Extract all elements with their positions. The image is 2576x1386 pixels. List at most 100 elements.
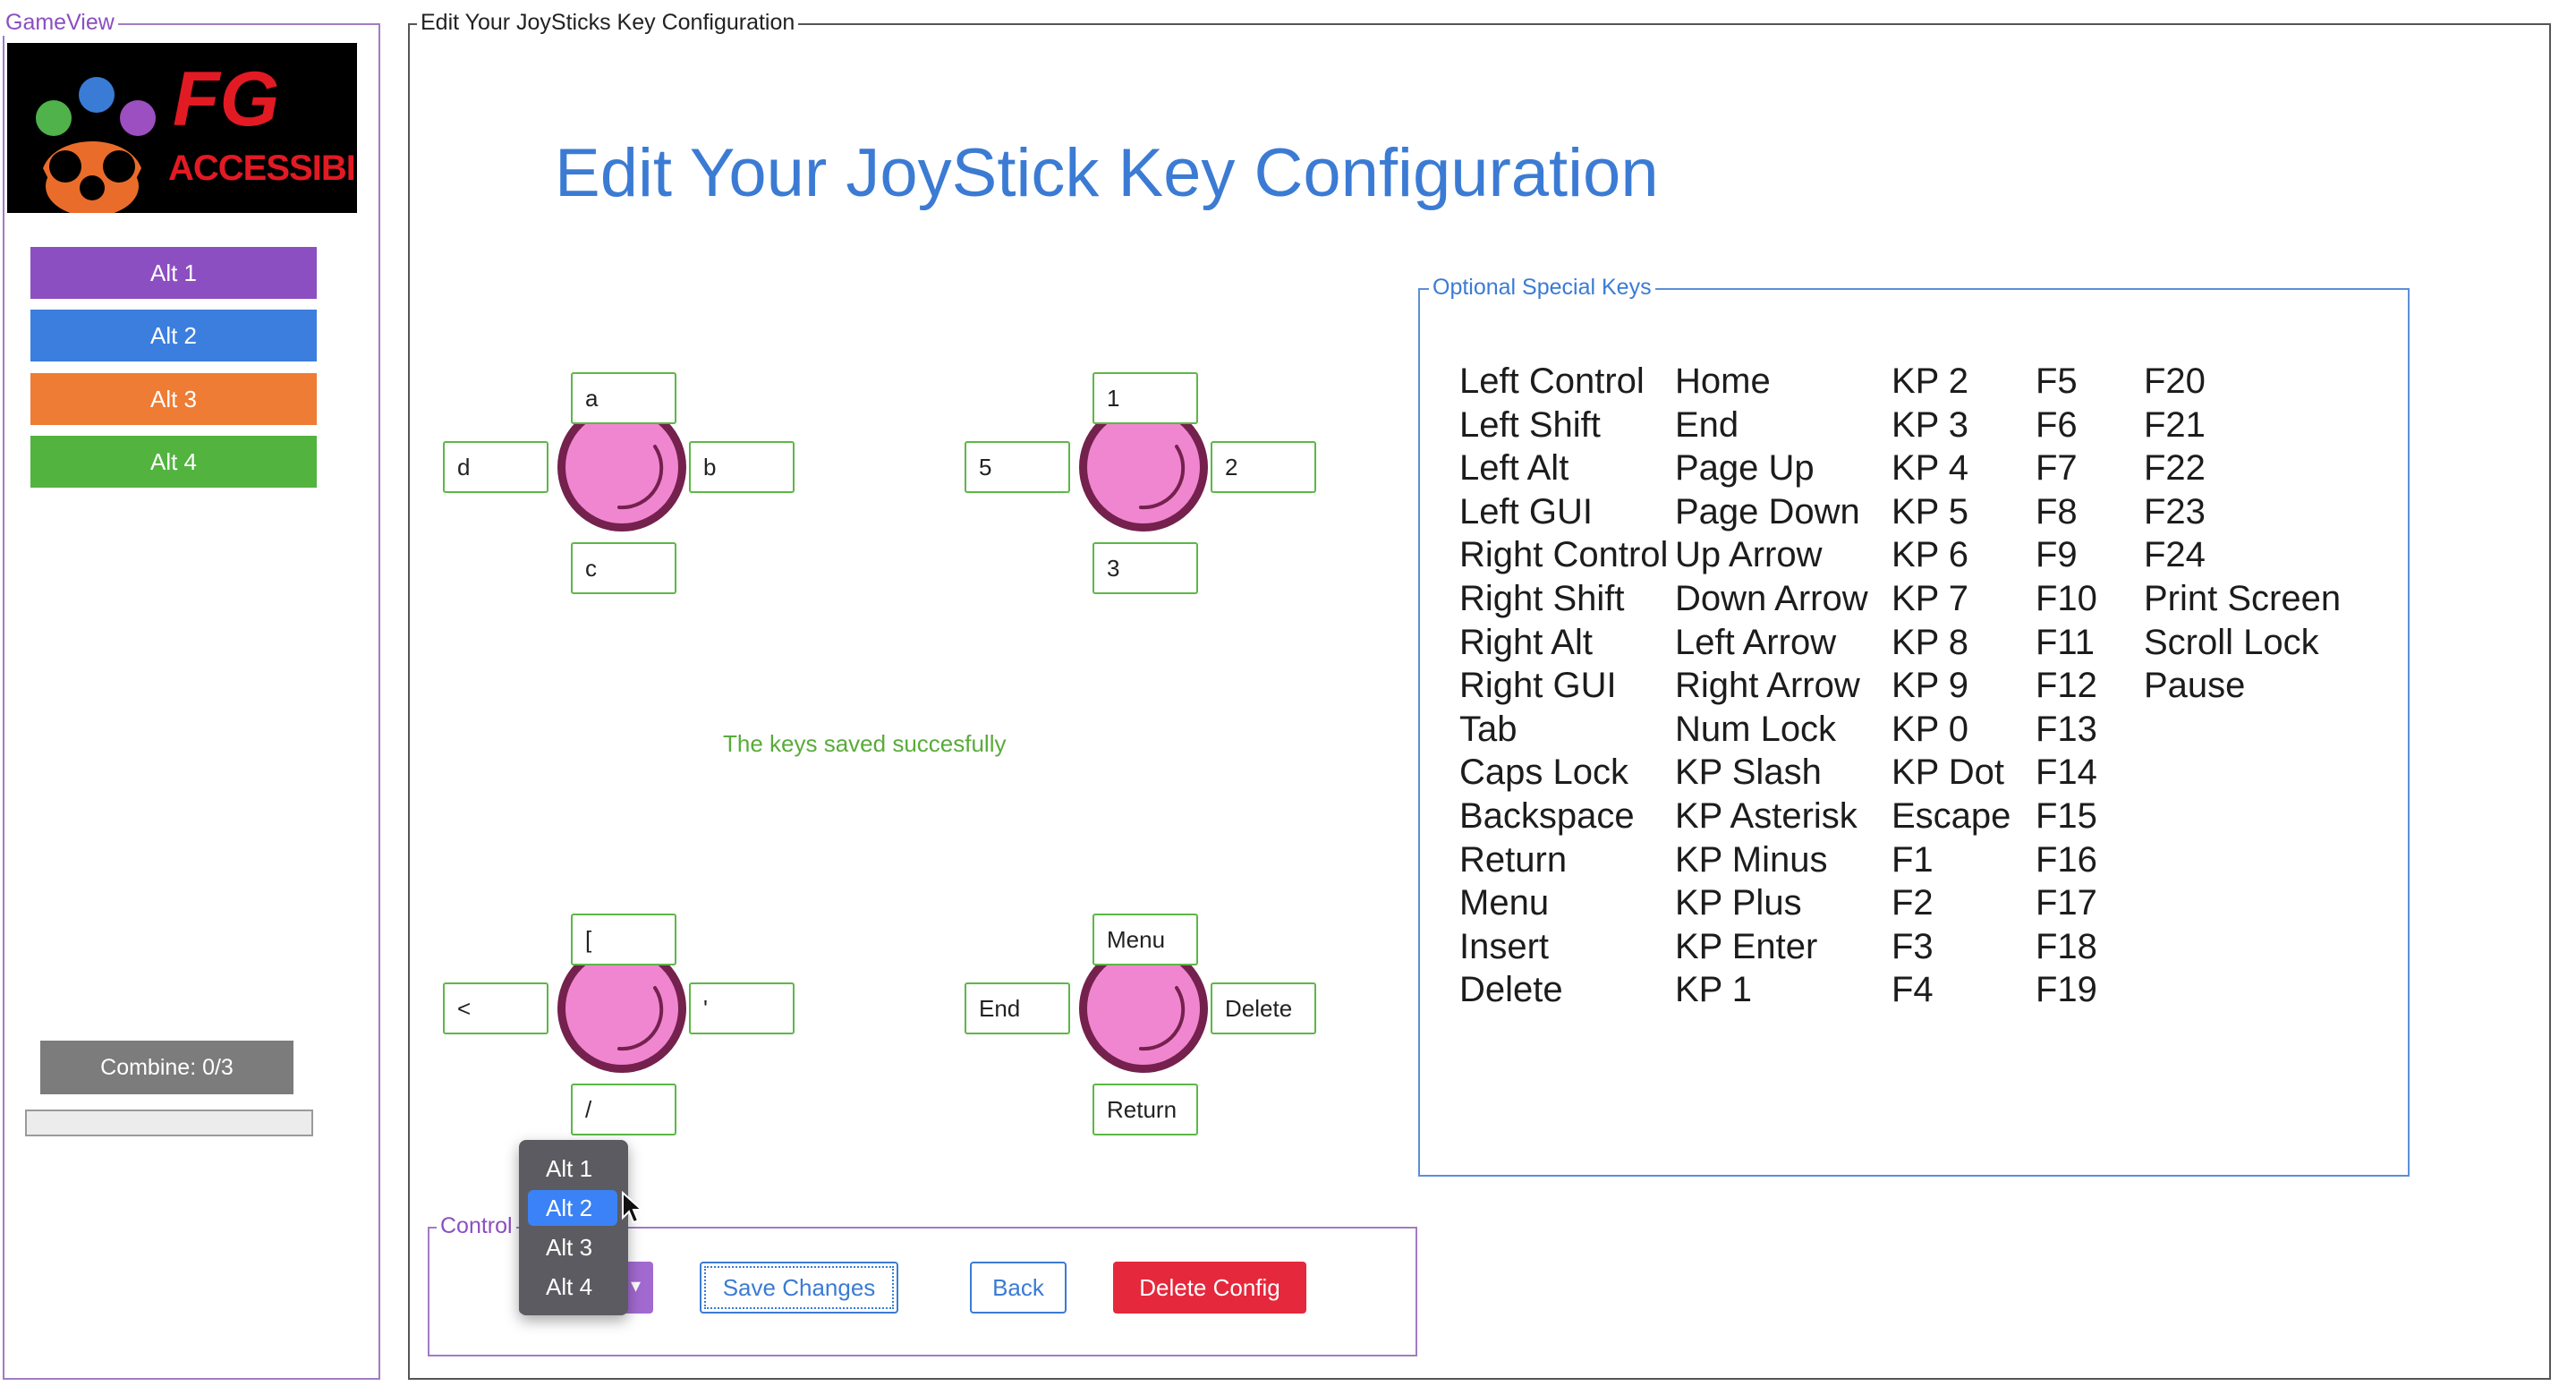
joystick-3-down-key[interactable]: / (571, 1084, 676, 1135)
joystick-2-down-key[interactable]: 3 (1092, 542, 1198, 594)
special-key-item[interactable]: KP 6 (1892, 535, 1968, 575)
special-key-item[interactable]: F9 (2036, 535, 2078, 575)
delete-config-button[interactable]: Delete Config (1113, 1262, 1306, 1314)
special-key-item[interactable]: F24 (2144, 535, 2206, 575)
special-key-item[interactable]: KP Slash (1675, 753, 1822, 793)
special-key-item[interactable]: Escape (1892, 795, 2011, 836)
special-key-item[interactable]: F18 (2036, 926, 2097, 966)
special-key-item[interactable]: KP 7 (1892, 578, 1968, 618)
special-key-item[interactable]: F20 (2144, 361, 2206, 401)
special-key-item[interactable]: Page Up (1675, 448, 1815, 489)
special-key-item[interactable]: KP Plus (1675, 883, 1802, 923)
special-key-item[interactable]: F1 (1892, 839, 1934, 880)
special-key-item[interactable]: F4 (1892, 970, 1934, 1010)
special-key-item[interactable]: KP 0 (1892, 709, 1968, 749)
special-key-item[interactable]: Right Control (1459, 535, 1669, 575)
joystick-2-up-key[interactable]: 1 (1092, 372, 1198, 424)
special-key-item[interactable]: Left Control (1459, 361, 1645, 401)
special-key-item[interactable]: F22 (2144, 448, 2206, 489)
special-key-item[interactable]: Down Arrow (1675, 578, 1868, 618)
special-key-item[interactable]: Left GUI (1459, 491, 1593, 531)
special-key-item[interactable]: Right Arrow (1675, 666, 1860, 706)
special-key-item[interactable]: Left Arrow (1675, 622, 1837, 662)
special-key-item[interactable]: Scroll Lock (2144, 622, 2319, 662)
special-key-item[interactable]: F10 (2036, 578, 2097, 618)
dropdown-option[interactable]: Alt 2 (528, 1190, 617, 1226)
special-key-item[interactable]: KP 9 (1892, 666, 1968, 706)
alt-button-4[interactable]: Alt 4 (30, 436, 317, 488)
dropdown-option[interactable]: Alt 3 (546, 1233, 593, 1261)
dropdown-option[interactable]: Alt 4 (546, 1272, 593, 1300)
special-key-item[interactable]: Backspace (1459, 795, 1635, 836)
special-key-item[interactable]: F14 (2036, 753, 2097, 793)
special-key-item[interactable]: F16 (2036, 839, 2097, 880)
special-key-item[interactable]: F23 (2144, 491, 2206, 531)
special-key-item[interactable]: F19 (2036, 970, 2097, 1010)
joystick-1-left-key[interactable]: d (443, 441, 548, 493)
dropdown-option[interactable]: Alt 1 (546, 1154, 593, 1182)
joystick-4-right-key[interactable]: Delete (1211, 982, 1316, 1034)
special-key-item[interactable]: Num Lock (1675, 709, 1837, 749)
special-key-item[interactable]: F21 (2144, 404, 2206, 445)
joystick-3-right-key[interactable]: ' (689, 982, 795, 1034)
alt-button-3[interactable]: Alt 3 (30, 373, 317, 425)
special-key-item[interactable]: Left Shift (1459, 404, 1601, 445)
special-key-item[interactable]: KP 8 (1892, 622, 1968, 662)
special-key-item[interactable]: F3 (1892, 926, 1934, 966)
joystick-3-up-key[interactable]: [ (571, 914, 676, 965)
special-key-item[interactable]: End (1675, 404, 1739, 445)
special-key-item[interactable]: F5 (2036, 361, 2078, 401)
joystick-4-left-key[interactable]: End (965, 982, 1070, 1034)
special-key-item[interactable]: F7 (2036, 448, 2078, 489)
special-key-item[interactable]: KP 3 (1892, 404, 1968, 445)
alt-button-1[interactable]: Alt 1 (30, 247, 317, 299)
joystick-2-right-key[interactable]: 2 (1211, 441, 1316, 493)
special-key-item[interactable]: KP 4 (1892, 448, 1968, 489)
special-key-item[interactable]: KP 5 (1892, 491, 1968, 531)
special-key-item[interactable]: Home (1675, 361, 1771, 401)
special-key-item[interactable]: F6 (2036, 404, 2078, 445)
special-key-item[interactable]: F13 (2036, 709, 2097, 749)
special-key-item[interactable]: Menu (1459, 883, 1550, 923)
special-key-item[interactable]: F11 (2036, 622, 2095, 662)
special-key-item[interactable]: KP Minus (1675, 839, 1828, 880)
special-key-item[interactable]: Print Screen (2144, 578, 2342, 618)
special-key-item[interactable]: F12 (2036, 666, 2097, 706)
special-key-item[interactable]: Left Alt (1459, 448, 1569, 489)
special-key-item[interactable]: F2 (1892, 883, 1934, 923)
special-key-item[interactable]: Delete (1459, 970, 1563, 1010)
joystick-1-right-key[interactable]: b (689, 441, 795, 493)
special-key-item[interactable]: F8 (2036, 491, 2078, 531)
save-changes-button[interactable]: Save Changes (700, 1262, 898, 1314)
back-button[interactable]: Back (970, 1262, 1067, 1314)
special-key-item[interactable]: F15 (2036, 795, 2097, 836)
joystick-4-up-key[interactable]: Menu (1092, 914, 1198, 965)
special-key-item[interactable]: Tab (1459, 709, 1518, 749)
special-key-item[interactable]: Page Down (1675, 491, 1860, 531)
special-key-item[interactable]: Right Shift (1459, 578, 1625, 618)
joystick-2-left-key[interactable]: 5 (965, 441, 1070, 493)
alt-button-2[interactable]: Alt 2 (30, 310, 317, 361)
special-key-item[interactable]: Insert (1459, 926, 1550, 966)
special-key-item[interactable]: Pause (2144, 666, 2246, 706)
special-key-item[interactable]: KP Enter (1675, 926, 1818, 966)
special-key-item[interactable]: Return (1459, 839, 1568, 880)
joystick-1-down-key[interactable]: c (571, 542, 676, 594)
special-key-item[interactable]: Right Alt (1459, 622, 1593, 662)
special-key-item[interactable]: KP 2 (1892, 361, 1968, 401)
special-key-item[interactable]: KP 1 (1675, 970, 1752, 1010)
joystick-1-up-key[interactable]: a (571, 372, 676, 424)
joystick-1[interactable] (557, 403, 686, 531)
joystick-4-down-key[interactable]: Return (1092, 1084, 1198, 1135)
editor-panel (408, 23, 2551, 1380)
special-key-item[interactable]: Up Arrow (1675, 535, 1823, 575)
special-key-item[interactable]: Caps Lock (1459, 753, 1628, 793)
special-key-item[interactable]: Right GUI (1459, 666, 1617, 706)
joystick-3-left-key[interactable]: < (443, 982, 548, 1034)
special-key-item[interactable]: KP Asterisk (1675, 795, 1858, 836)
special-key-item[interactable]: F17 (2036, 883, 2097, 923)
special-key-item[interactable]: KP Dot (1892, 753, 2004, 793)
combine-button[interactable]: Combine: 0/3 (40, 1041, 293, 1094)
